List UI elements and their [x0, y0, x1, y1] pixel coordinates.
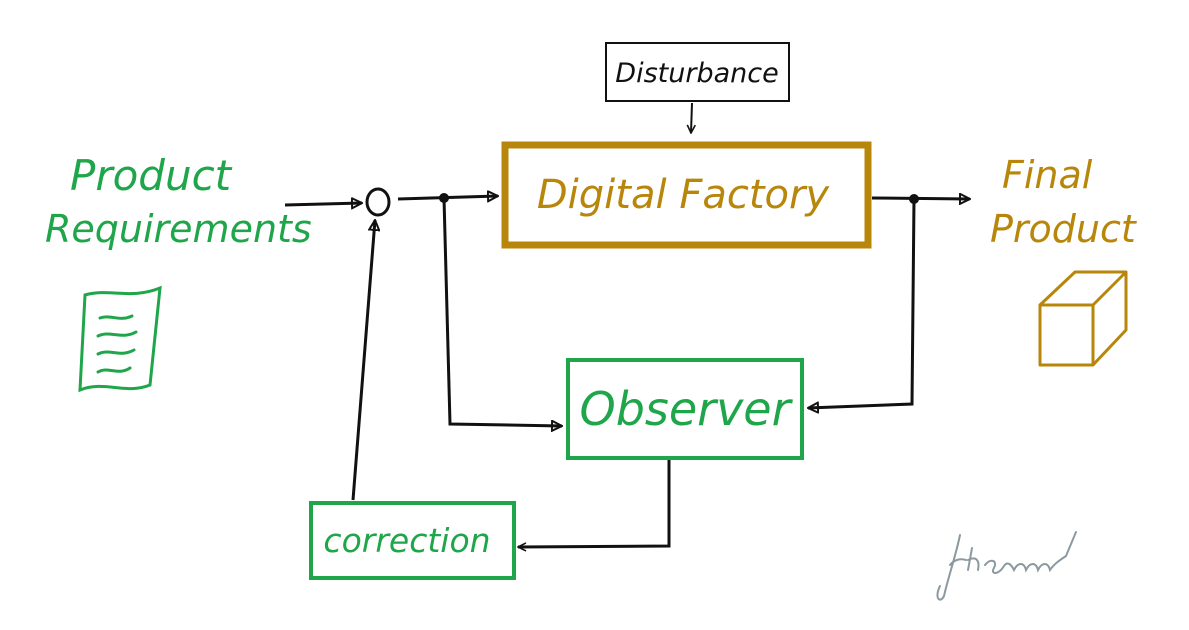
output-label-line2: Product [990, 207, 1138, 251]
input-label-line2: Requirements [45, 207, 312, 251]
signature-image [936, 531, 1077, 601]
box-icon [1038, 270, 1128, 367]
observer-label: Observer [579, 382, 793, 436]
input-arrow [284, 203, 362, 205]
correction-to-junction-arrow [351, 220, 375, 501]
disturbance-box [605, 42, 790, 102]
factory-to-output-arrow [871, 198, 970, 199]
correction-box [309, 501, 516, 580]
digital-factory-box [501, 141, 872, 249]
disturbance-label: Disturbance [615, 58, 778, 89]
digital-factory-label: Digital Factory [537, 172, 831, 218]
factory-input-to-observer-arrow [442, 197, 562, 426]
observer-to-correction-arrow [518, 460, 671, 547]
input-label-line1: Product [70, 151, 233, 200]
disturbance-arrow [691, 102, 692, 133]
observer-box [566, 358, 804, 460]
correction-label: correction [323, 521, 490, 560]
factory-output-to-observer-arrow [808, 198, 916, 408]
summing-junction [365, 187, 391, 217]
output-label-line1: Final [1002, 153, 1093, 197]
document-icon [78, 285, 162, 393]
